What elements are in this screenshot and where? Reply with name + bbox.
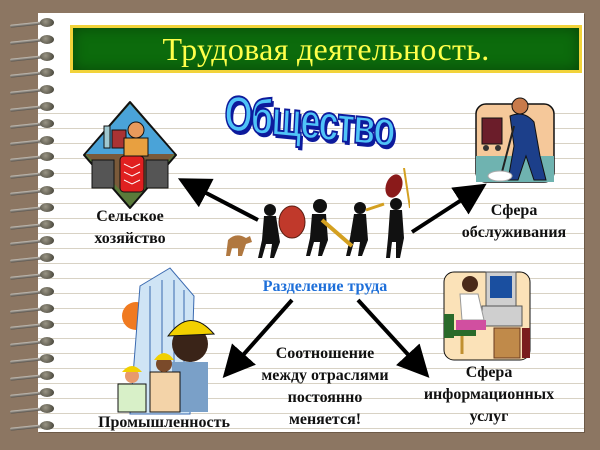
center-note-line2: между отраслями [261,367,389,384]
spiral-ring [4,370,64,383]
center-note: Соотношение между отраслями постоянно ме… [240,343,410,431]
spiral-ring [4,202,64,215]
spiral-hole [40,51,54,61]
spiral-hole [40,118,54,128]
spiral-hole [40,219,54,229]
operator-computer-icon [442,270,532,362]
notebook-page [38,13,584,432]
label-agriculture-line2: хозяйство [94,230,166,247]
center-note-line4: меняется! [288,411,362,428]
spiral-ring [4,421,64,433]
label-agriculture-line1: Сельское [96,208,164,225]
spiral-hole [40,421,54,431]
arrow-to-agriculture [177,178,259,222]
spiral-ring [4,387,64,400]
label-division-of-labour: Разделение труда [262,278,388,295]
spiral-ring [4,337,64,349]
spiral-hole [40,354,54,363]
spiral-hole [40,169,54,179]
spiral-hole [40,253,54,263]
spiral-ring [4,68,64,80]
center-note-line1: Соотношение [275,345,375,362]
label-agriculture: Сельское хозяйство [80,206,180,250]
label-information-line1: Сфера [465,364,513,381]
spiral-hole [40,202,54,212]
spiral-ring [4,270,64,282]
spiral-hole [40,85,54,95]
spiral-ring [4,152,64,164]
label-services-line1: Сфера [490,202,538,219]
spiral-hole [40,404,54,414]
arrow-to-services [410,183,487,234]
label-services-line2: обслуживания [461,224,567,241]
spiral-hole [40,135,54,145]
spiral-ring [4,85,64,97]
spiral-hole [40,18,54,27]
spiral-hole [40,102,54,111]
arrow-to-industry [222,298,294,378]
spiral-ring [4,404,64,416]
spiral-ring [4,118,64,131]
builders-skyscraper-icon [110,266,220,416]
spiral-hole [40,186,54,195]
label-information-line3: услуг [469,408,509,425]
spiral-hole [40,68,54,78]
spiral-ring [4,354,64,366]
spiral-ring [4,51,64,64]
spiral-ring [4,135,64,148]
slide-title: Трудовая деятельность. [162,30,490,67]
arrow-to-information [356,298,430,378]
spiral-hole [40,337,54,347]
spiral-ring [4,169,64,181]
spiral-ring [4,34,64,47]
spiral-hole [40,152,54,162]
spiral-ring [4,18,64,30]
spiral-hole [40,303,54,313]
spiral-ring [4,253,64,265]
spiral-hole [40,370,54,380]
spiral-ring [4,219,64,232]
spiral-ring [4,236,64,248]
farmer-tractor-icon [80,100,180,210]
janitor-mopping-icon [474,96,558,188]
spiral-ring [4,320,64,332]
spiral-hole [40,236,54,246]
label-industry: Промышленность [98,414,230,431]
title-banner: Трудовая деятельность. [70,25,582,73]
label-information: Сфера информационных услуг [408,362,570,428]
marching-band-icon [210,168,410,268]
label-services: Сфера обслуживания [444,200,584,244]
spiral-hole [40,34,54,44]
label-information-line2: информационных [423,386,555,403]
spiral-hole [40,320,54,330]
spiral-hole [40,286,54,296]
spiral-hole [40,270,54,279]
spiral-ring [4,186,64,198]
spiral-hole [40,387,54,397]
center-note-line3: постоянно [287,389,363,406]
spiral-ring [4,303,64,316]
spiral-ring [4,286,64,299]
spiral-ring [4,102,64,114]
